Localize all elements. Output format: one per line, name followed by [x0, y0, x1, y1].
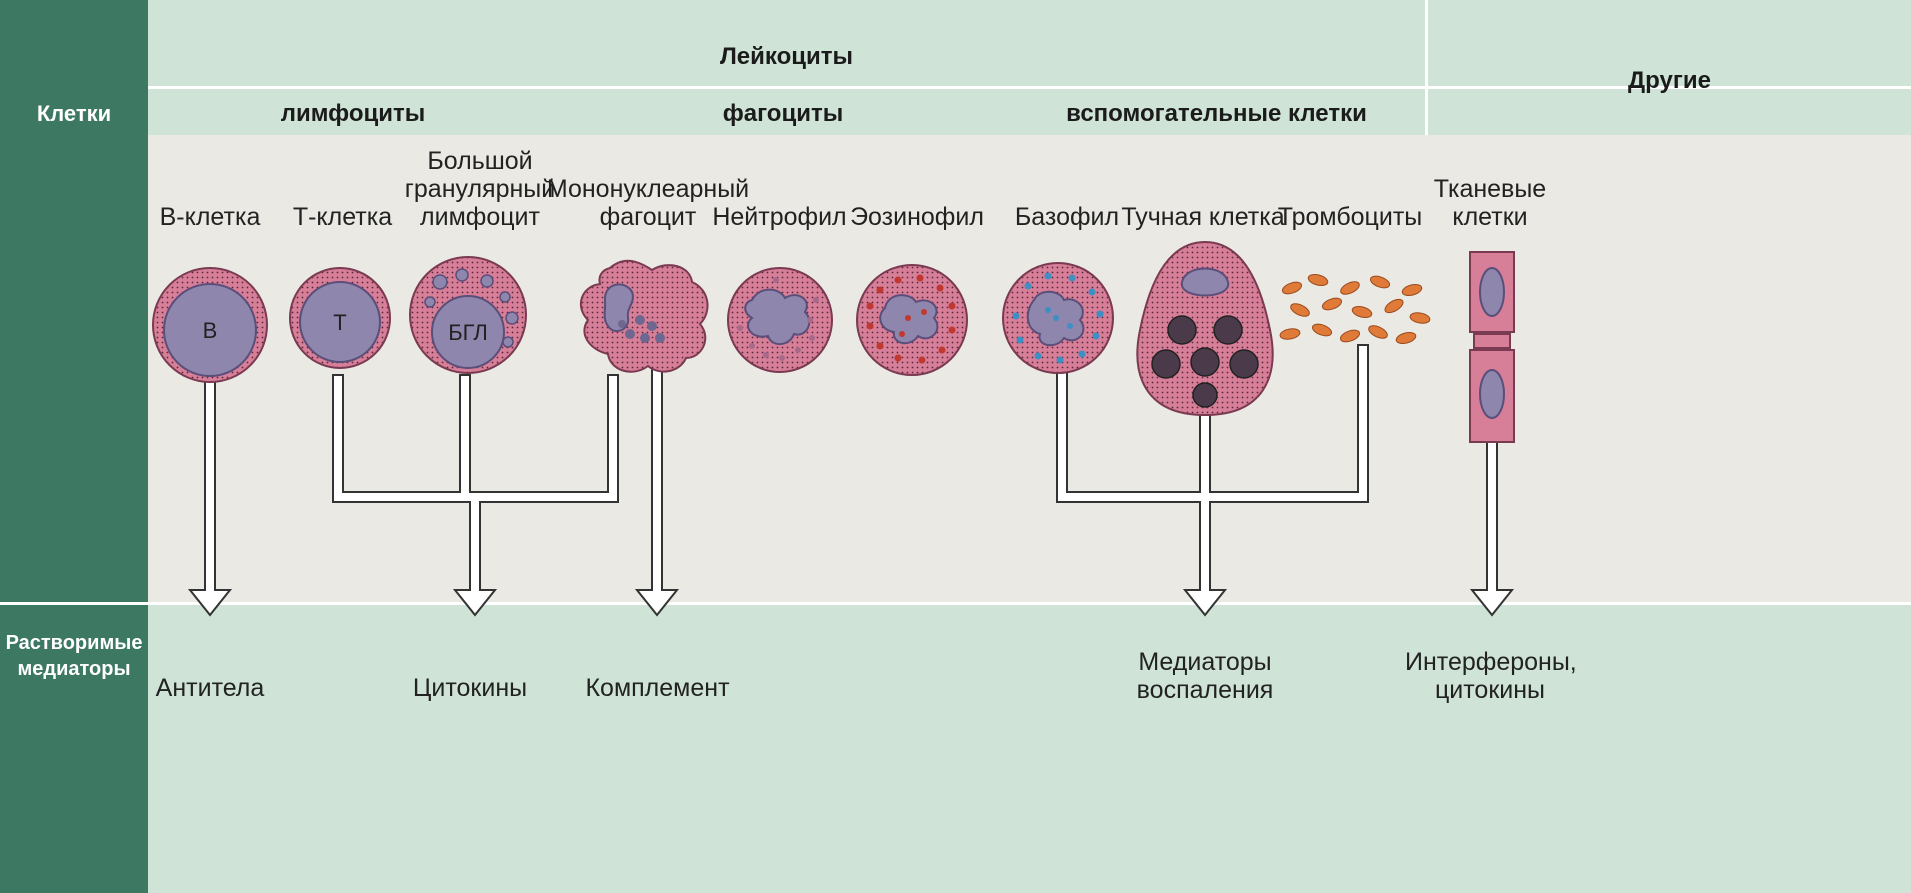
tissue-cells-icon — [1470, 252, 1514, 442]
eosinophil-icon — [857, 265, 967, 375]
platelets-icon — [1279, 273, 1430, 346]
arrow-mono-to-complement — [637, 340, 677, 615]
arrow-to-cytokines — [333, 375, 618, 615]
t-cell-icon: Т — [290, 268, 390, 368]
lgl-icon: БГЛ — [410, 257, 526, 373]
t-cell-letter: Т — [333, 310, 346, 335]
basophil-icon — [1003, 263, 1113, 373]
b-cell-icon: В — [153, 268, 267, 382]
mononuclear-phagocyte-icon — [581, 261, 708, 372]
mast-cell-icon — [1137, 242, 1272, 415]
neutrophil-icon — [728, 268, 832, 372]
b-cell-letter: В — [203, 318, 218, 343]
arrow-tissue-to-interferons — [1472, 440, 1512, 615]
lgl-letters: БГЛ — [448, 320, 488, 345]
arrows — [190, 340, 1512, 615]
arrow-b-to-antibodies — [190, 375, 230, 615]
